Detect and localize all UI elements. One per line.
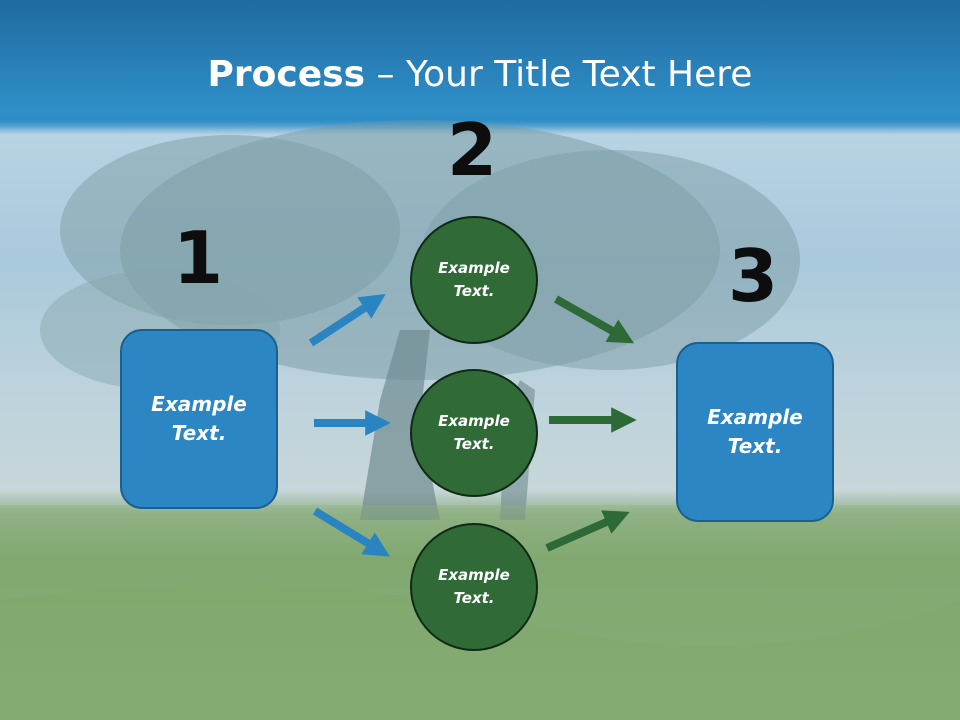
green-arrow-down — [554, 295, 635, 344]
process-circle-top: Example Text. — [410, 216, 538, 344]
circle-top-label: Example Text. — [438, 259, 510, 300]
process-circle-middle: Example Text. — [410, 369, 538, 497]
circle-bottom-label: Example Text. — [438, 566, 510, 607]
process-circle-bottom: Example Text. — [410, 523, 538, 651]
left-box-label: Example Text. — [151, 392, 247, 445]
step-number-1: 1 — [172, 216, 224, 300]
blue-arrow-up — [308, 293, 386, 347]
circle-middle-label: Example Text. — [438, 412, 510, 453]
slide-title: Process – Your Title Text Here — [0, 52, 960, 98]
right-box-label: Example Text. — [707, 405, 803, 458]
green-arrow-up — [545, 510, 630, 552]
title-bar — [0, 0, 960, 130]
step-number-3: 3 — [727, 234, 779, 318]
blue-arrow-down — [312, 507, 390, 557]
left-process-box: Example Text. — [120, 329, 278, 509]
right-process-box: Example Text. — [676, 342, 834, 522]
title-bold: Process — [207, 54, 366, 95]
step-number-2: 2 — [446, 108, 498, 192]
title-rest: – Your Title Text Here — [365, 54, 753, 95]
